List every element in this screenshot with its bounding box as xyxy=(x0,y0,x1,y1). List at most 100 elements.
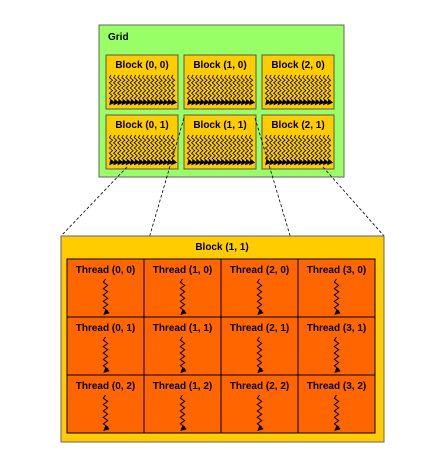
thread-squiggle-icon xyxy=(326,134,334,166)
thread-squiggle-icon xyxy=(121,74,128,106)
grid-title: Grid xyxy=(108,32,129,43)
thread-cell-box xyxy=(66,316,145,376)
thread-squiggle-icon xyxy=(268,134,276,166)
thread-label: Thread (2, 0) xyxy=(230,265,289,276)
thread-squiggle-icon xyxy=(273,74,280,106)
thread-squiggle-icon xyxy=(281,134,288,166)
thread-squiggle-icon xyxy=(125,134,132,166)
thread-squiggle-icon xyxy=(268,74,276,106)
thread-squiggle-icon xyxy=(297,74,305,106)
thread-arrow-icon xyxy=(102,336,110,374)
thread-cell: Thread (3, 2) xyxy=(297,374,376,434)
thread-arrow-icon xyxy=(333,394,341,432)
thread-cell: Thread (2, 1) xyxy=(220,316,299,376)
thread-squiggle-icon xyxy=(244,74,252,106)
thread-squiggle-icon xyxy=(121,134,128,166)
thread-cells: Thread (0, 0) Thread (1, 0) Thread (2, 0) T… xyxy=(66,258,376,434)
thread-squiggle-icon xyxy=(285,134,292,166)
thread-label: Thread (1, 0) xyxy=(153,265,212,276)
thread-squiggle-icon xyxy=(108,134,116,166)
thread-squiggle-icon xyxy=(273,134,280,166)
grid-block: Block (0, 0) xyxy=(105,54,179,110)
thread-arrow-icon xyxy=(256,278,264,316)
thread-squiggle-icon xyxy=(195,74,202,106)
thread-cell: Thread (0, 1) xyxy=(66,316,145,376)
thread-label: Thread (0, 0) xyxy=(76,265,135,276)
thread-squiggle-icon xyxy=(199,134,206,166)
thread-label: Thread (0, 1) xyxy=(76,323,135,334)
thread-cell-box xyxy=(297,316,376,376)
thread-squiggle-icon xyxy=(150,134,157,166)
thread-squiggle-icon xyxy=(117,74,124,106)
grid-block-label: Block (0, 0) xyxy=(115,60,168,71)
thread-squiggle-icon xyxy=(211,134,219,166)
thread-squiggle-icon xyxy=(145,74,153,106)
thread-label: Thread (3, 1) xyxy=(307,323,366,334)
thread-squiggle-icon xyxy=(293,134,301,166)
thread-squiggle-icon xyxy=(215,134,223,166)
thread-squiggle-icon xyxy=(314,134,321,166)
thread-squiggle-icon xyxy=(219,134,227,166)
grid-block-label: Block (0, 1) xyxy=(115,120,168,131)
thread-label: Thread (1, 2) xyxy=(153,381,212,392)
grid-blocks: Block (0, 0)Block (1, 0)Block (2, 0)Bloc… xyxy=(105,54,335,170)
thread-squiggle-icon xyxy=(186,134,194,166)
thread-arrow-icon xyxy=(102,394,110,432)
grid-block: Block (1, 1) xyxy=(183,114,257,170)
thread-squiggle-icon xyxy=(281,74,288,106)
thread-squiggle-icon xyxy=(133,74,141,106)
thread-squiggle-icon xyxy=(277,74,284,106)
thread-squiggle-icon xyxy=(248,134,256,166)
thread-squiggle-icon xyxy=(215,74,223,106)
thread-squiggle-icon xyxy=(223,74,231,106)
thread-squiggle-icon xyxy=(162,74,169,106)
thread-arrow-icon xyxy=(102,278,110,316)
connector-line xyxy=(60,166,128,237)
thread-squiggle-icon xyxy=(310,134,317,166)
thread-squiggle-icon xyxy=(289,74,297,106)
thread-squiggle-icon xyxy=(186,74,194,106)
thread-squiggle-icon xyxy=(297,134,305,166)
thread-cell: Thread (1, 1) xyxy=(143,316,222,376)
thread-squiggle-icon xyxy=(154,134,161,166)
thread-squiggle-icon xyxy=(112,134,120,166)
thread-squiggle-icon xyxy=(166,74,174,106)
thread-cell-box xyxy=(220,316,299,376)
thread-cell-box xyxy=(66,374,145,434)
thread-squiggle-icon xyxy=(207,134,214,166)
thread-squiggle-icon xyxy=(306,74,313,106)
thread-squiggle-icon xyxy=(112,74,120,106)
thread-cell-box xyxy=(297,374,376,434)
thread-cell-box xyxy=(220,374,299,434)
thread-cell-box xyxy=(220,258,299,318)
thread-squiggle-icon xyxy=(141,134,149,166)
thread-arrow-icon xyxy=(333,278,341,316)
thread-squiggle-icon xyxy=(162,134,169,166)
grid-block: Block (0, 1) xyxy=(105,114,179,170)
thread-cell-box xyxy=(297,258,376,318)
thread-squiggle-icon xyxy=(195,134,202,166)
thread-cell: Thread (1, 0) xyxy=(143,258,222,318)
thread-cell: Thread (3, 0) xyxy=(297,258,376,318)
thread-squiggle-icon xyxy=(133,134,141,166)
thread-arrow-icon xyxy=(179,394,187,432)
connector-line xyxy=(322,166,385,237)
thread-squiggle-icon xyxy=(236,74,243,106)
thread-squiggle-icon xyxy=(145,134,153,166)
thread-squiggle-icon xyxy=(264,134,272,166)
thread-squiggle-icon xyxy=(318,74,325,106)
thread-cell: Thread (2, 2) xyxy=(220,374,299,434)
thread-squiggle-icon xyxy=(158,74,165,106)
thread-squiggle-icon xyxy=(228,74,235,106)
grid-block: Block (1, 0) xyxy=(183,54,257,110)
thread-squiggle-icon xyxy=(125,74,132,106)
thread-label: Thread (3, 2) xyxy=(307,381,366,392)
thread-label: Thread (1, 1) xyxy=(153,323,212,334)
thread-squiggle-icon xyxy=(285,74,292,106)
thread-squiggle-icon xyxy=(232,134,239,166)
thread-cell: Thread (1, 2) xyxy=(143,374,222,434)
thread-label: Thread (0, 2) xyxy=(76,381,135,392)
thread-cell: Thread (0, 2) xyxy=(66,374,145,434)
thread-squiggle-icon xyxy=(318,134,325,166)
